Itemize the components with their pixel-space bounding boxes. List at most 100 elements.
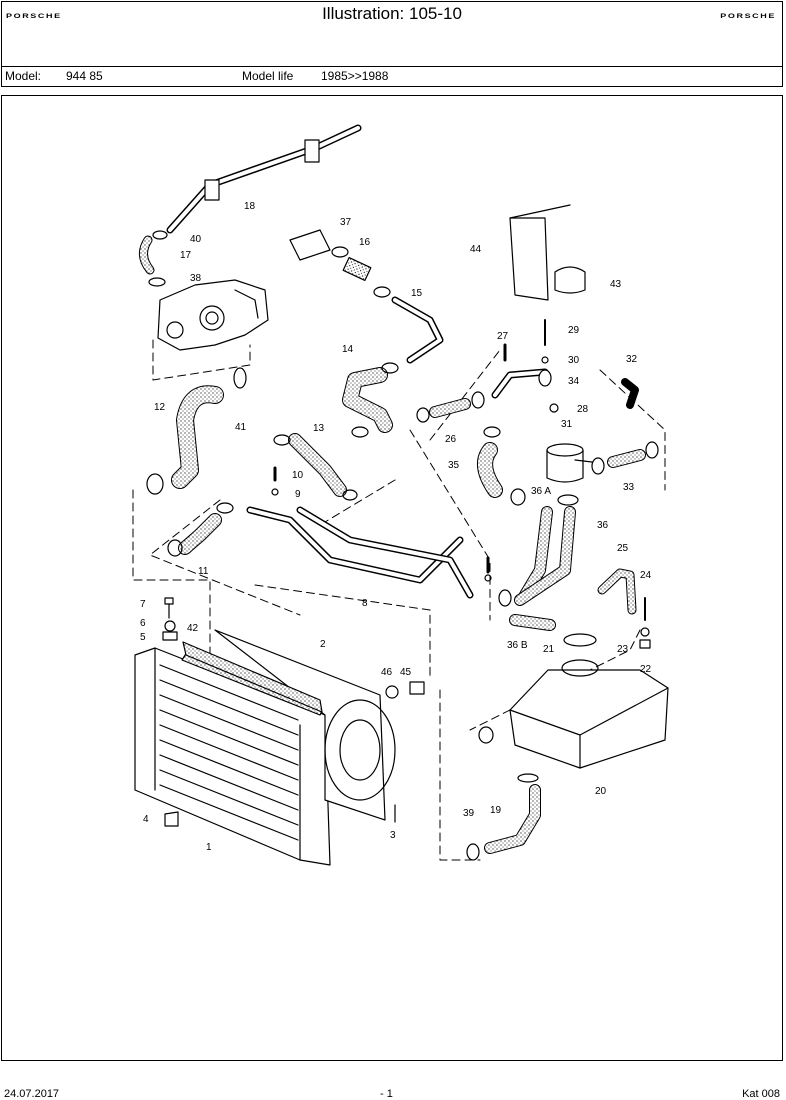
clamp-41 — [233, 367, 247, 389]
clamp-38-k — [471, 391, 485, 409]
clamp-38-r — [478, 726, 494, 744]
model-bar: Model: 944 85 Model life 1985>>1988 — [1, 67, 783, 87]
coolant-pipe-8 — [246, 506, 474, 599]
label-24: 24 — [640, 570, 652, 581]
label-38: 38 — [190, 273, 202, 284]
seal-strip-42 — [182, 641, 323, 713]
label-36b: 36 B — [507, 640, 528, 651]
label-36: 36 — [597, 520, 609, 531]
label-14: 14 — [342, 344, 354, 355]
clamp-38-pump — [148, 277, 166, 287]
label-36a: 36 A — [531, 486, 551, 497]
label-43: 43 — [610, 279, 622, 290]
label-26: 26 — [445, 434, 457, 445]
label-19: 19 — [490, 805, 502, 816]
diagram-frame — [1, 95, 783, 1061]
washer-9-b — [484, 574, 492, 582]
label-39: 39 — [463, 808, 475, 819]
pipe-34 — [491, 368, 552, 399]
hose-16 — [342, 256, 372, 282]
label-4: 4 — [143, 814, 149, 825]
label-23: 23 — [617, 644, 629, 655]
label-11: 11 — [198, 566, 209, 577]
fitting-32 — [621, 378, 639, 409]
coolant-pipe-18 — [166, 124, 362, 234]
clamp-38-n — [645, 441, 659, 459]
label-2: 2 — [320, 639, 326, 650]
water-pump — [157, 279, 269, 351]
label-21: 21 — [543, 644, 555, 655]
washer-9 — [271, 488, 279, 496]
label-10: 10 — [292, 470, 304, 481]
washer-6 — [164, 620, 176, 632]
footer-page: - 1 — [380, 1088, 393, 1100]
label-5: 5 — [140, 632, 146, 643]
nut-5 — [162, 631, 178, 641]
clamp-38-i — [216, 502, 234, 514]
label-46: 46 — [381, 667, 393, 678]
label-15: 15 — [411, 288, 423, 299]
label-28: 28 — [577, 404, 589, 415]
seal-30 — [541, 356, 549, 364]
label-33: 33 — [623, 482, 635, 493]
clamp-37-f — [331, 246, 349, 258]
model-value: 944 85 — [66, 69, 103, 83]
clamp-38-l — [483, 426, 501, 438]
label-25: 25 — [617, 543, 629, 554]
label-22: 22 — [640, 664, 652, 675]
clamp-37-e — [351, 426, 369, 438]
label-18: 18 — [244, 201, 256, 212]
clamp-38-b — [273, 434, 291, 446]
seal-28 — [549, 403, 559, 413]
label-34: 34 — [568, 376, 580, 387]
label-8: 8 — [362, 598, 368, 609]
label-6: 6 — [140, 618, 146, 629]
model-label: Model: — [5, 69, 42, 83]
model-life-value: 1985>>1988 — [321, 69, 389, 83]
clamp-37-g — [373, 286, 391, 298]
porsche-logo-left: PORSCHE — [6, 12, 62, 20]
label-44: 44 — [470, 244, 482, 255]
grommet-45 — [409, 681, 425, 695]
label-30: 30 — [568, 355, 580, 366]
label-42: 42 — [187, 623, 199, 634]
clamp-38-j — [416, 407, 430, 423]
label-45: 45 — [400, 667, 412, 678]
label-17: 17 — [180, 250, 192, 261]
clamp-39-a — [466, 843, 480, 861]
label-1: 1 — [206, 842, 212, 853]
thermostat-housing — [289, 229, 331, 261]
clamp-37-left — [146, 473, 164, 495]
page-title: Illustration: 105-10 — [322, 4, 462, 23]
mount-4 — [164, 811, 179, 827]
clamp-38-h — [167, 539, 183, 557]
label-13: 13 — [313, 423, 325, 434]
footer-date: 24.07.2017 — [4, 1088, 60, 1100]
label-37: 37 — [340, 217, 352, 228]
clamp-38-q — [498, 589, 512, 607]
label-16: 16 — [359, 237, 371, 248]
cap-21 — [563, 633, 597, 647]
porsche-logo-right: PORSCHE — [720, 12, 776, 20]
clamp-43 — [554, 266, 586, 294]
label-9: 9 — [295, 489, 301, 500]
clamp-38-c — [342, 489, 358, 501]
clamp-38-m — [591, 457, 605, 475]
clamp-38-o — [510, 488, 526, 506]
label-12: 12 — [154, 402, 166, 413]
bolt-7 — [164, 597, 174, 619]
footer-catalog: Kat 008 — [742, 1088, 780, 1100]
clamp-37-d — [381, 362, 399, 374]
aux-pump-31 — [546, 443, 593, 483]
clamp-39-b — [517, 773, 539, 783]
clamp-40 — [152, 230, 168, 240]
header: PORSCHE Illustration: 105-10 PORSCHE — [1, 1, 783, 67]
expansion-tank-20 — [509, 659, 669, 769]
label-3: 3 — [390, 830, 396, 841]
clip-22 — [639, 639, 651, 649]
bracket-44 — [509, 217, 549, 301]
label-41: 41 — [235, 422, 247, 433]
part-labels: 1 2 3 4 5 6 7 8 9 10 11 12 13 14 15 16 1… — [140, 201, 652, 853]
clamp-38-p — [557, 494, 579, 506]
